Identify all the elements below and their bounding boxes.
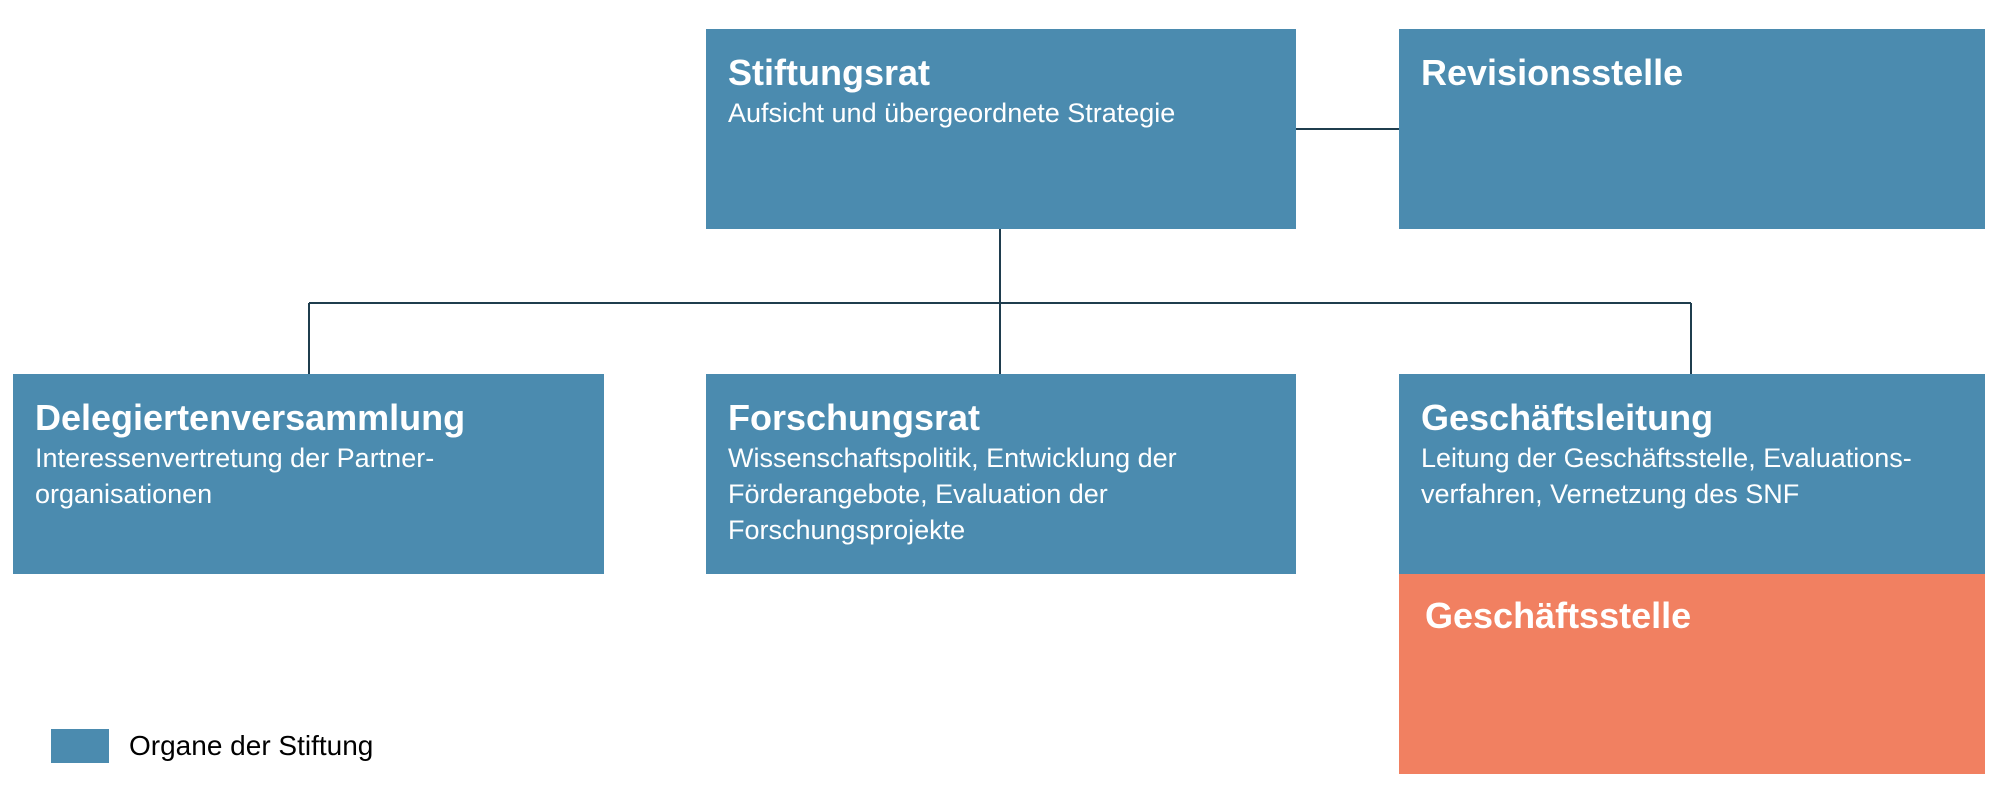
legend-swatch-organ xyxy=(51,729,109,763)
node-title: Delegiertenversammlung xyxy=(35,397,466,438)
node-title: Revisionsstelle xyxy=(1421,52,1684,93)
node-geschaeftsleitung: Geschäftsleitung Leitung der Geschäftsst… xyxy=(1399,374,1985,574)
node-delegiertenversammlung: Delegiertenversammlung Interessenvertret… xyxy=(13,374,604,574)
node-description: Leitung der Geschäftsstelle, Evaluations… xyxy=(1421,443,1912,509)
node-revisionsstelle: Revisionsstelle xyxy=(1399,29,1985,229)
node-title: Geschäftsstelle xyxy=(1425,595,1692,636)
node-description: Wissenschaftspolitik, Entwicklung der Fö… xyxy=(728,443,1177,545)
node-stiftungsrat: Stiftungsrat Aufsicht und übergeordnete … xyxy=(706,29,1296,229)
legend: Organe der Stiftung xyxy=(51,729,373,763)
node-description: Aufsicht und übergeordnete Strategie xyxy=(728,98,1176,128)
node-forschungsrat: Forschungsrat Wissenschaftspolitik, Entw… xyxy=(706,374,1296,574)
node-title: Geschäftsleitung xyxy=(1421,397,1714,438)
node-title: Stiftungsrat xyxy=(728,52,930,93)
legend-label-organ: Organe der Stiftung xyxy=(129,730,374,761)
node-geschaeftsstelle: Geschäftsstelle xyxy=(1399,574,1985,774)
node-title: Forschungsrat xyxy=(728,397,981,438)
node-description: Interessenvertretung der Partner- organi… xyxy=(35,443,435,509)
